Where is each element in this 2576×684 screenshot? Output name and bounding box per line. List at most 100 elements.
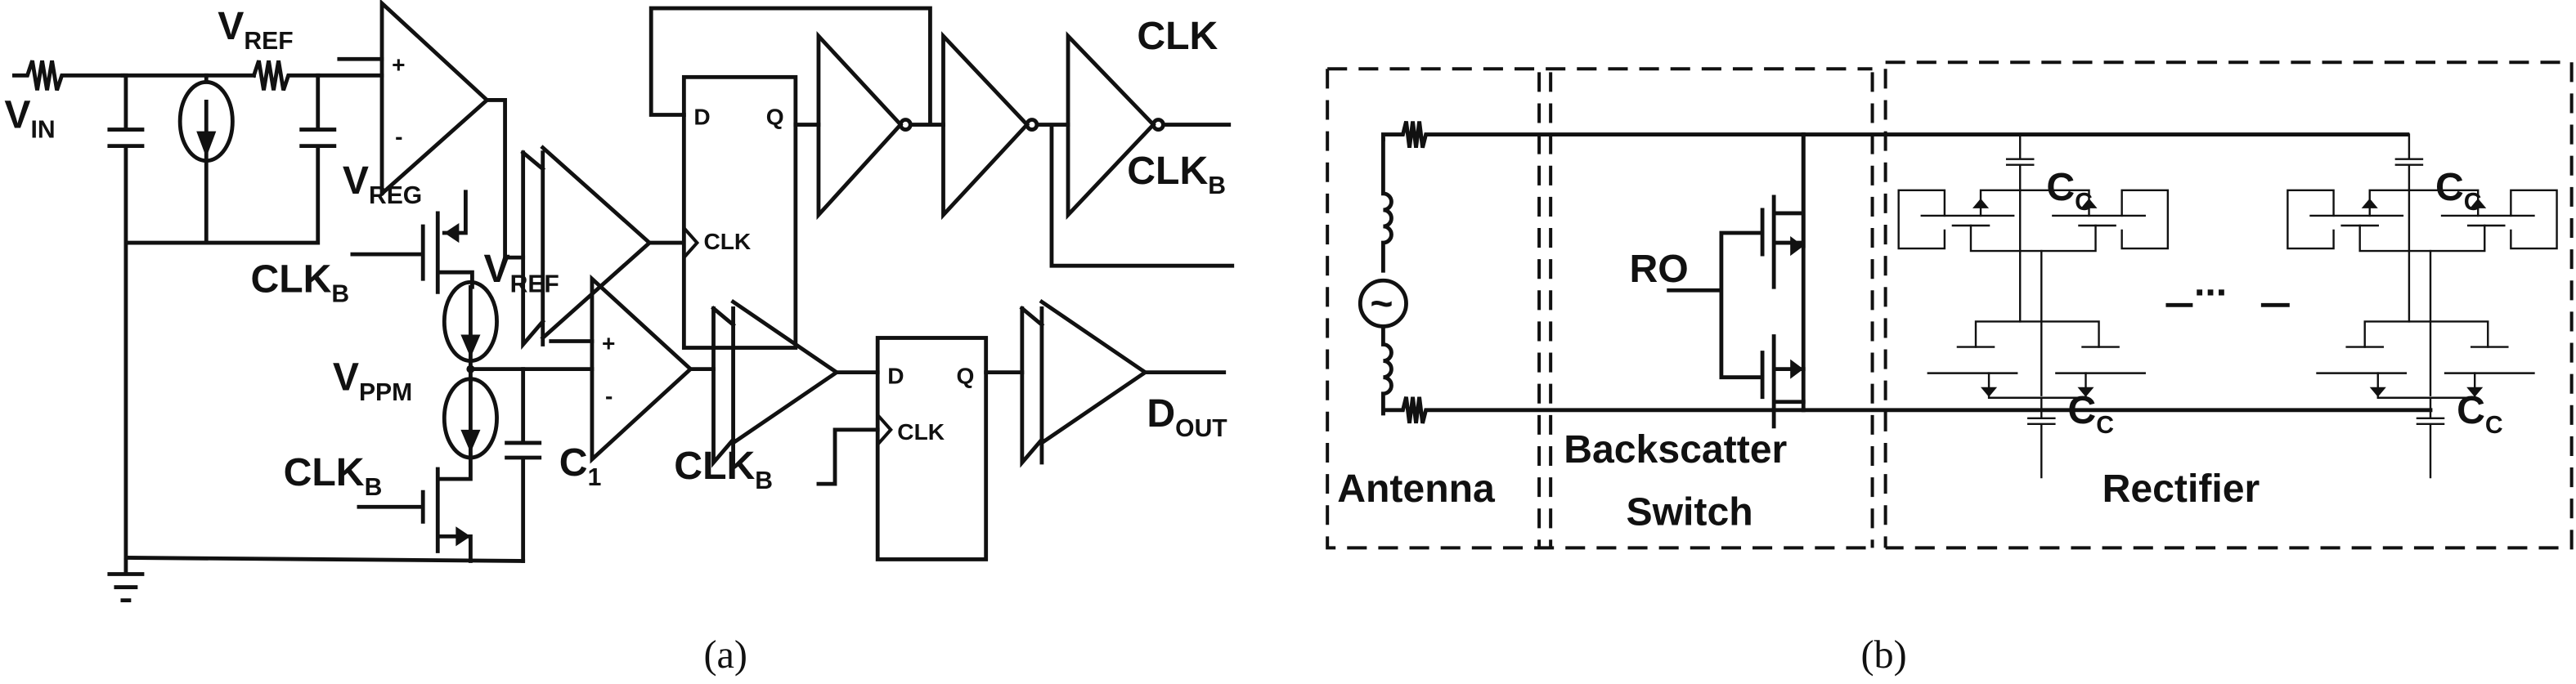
buffer-1 xyxy=(520,145,653,351)
inverter-2 xyxy=(941,31,1030,221)
comparator-1 xyxy=(379,0,491,199)
filter-resistor xyxy=(251,60,384,92)
section-label-antenna: Antenna xyxy=(1337,467,1496,511)
arrow-icon xyxy=(196,131,217,158)
clkb-output-label: CLKB xyxy=(1127,149,1226,199)
vppm-wire xyxy=(469,359,595,383)
rectifier-cell-2: CC CC xyxy=(2287,135,2556,478)
plus-sign: + xyxy=(602,331,615,356)
pmos-switch xyxy=(350,211,474,294)
buffer-2 xyxy=(711,298,841,468)
mos-arrow-icon xyxy=(2466,387,2484,397)
mos-arrow-icon xyxy=(1981,387,1998,397)
c1-label: C1 xyxy=(559,440,602,491)
inductor-top xyxy=(1381,137,1393,273)
clk-output-label: CLK xyxy=(1137,14,1218,58)
ground-rail xyxy=(123,556,526,563)
switch-transistor-top xyxy=(1760,132,1806,289)
clock-edge-icon xyxy=(682,226,700,259)
vreg-label: VREG xyxy=(343,159,422,209)
mos-arrow-icon xyxy=(1972,198,1990,208)
cc-label: CC xyxy=(2067,388,2114,439)
rectifier-wire xyxy=(2417,398,2444,477)
rectifier-wire xyxy=(2409,190,2430,396)
switch-transistor-bottom xyxy=(1760,334,1806,429)
cap-c1 xyxy=(505,367,542,563)
arrow-icon xyxy=(460,334,481,358)
dff2-clk: CLK xyxy=(897,419,945,445)
rectifier-wire xyxy=(1899,190,1945,248)
pmos-arrow-icon xyxy=(444,222,460,244)
section-label-backscatter: Backscatter xyxy=(1564,427,1787,472)
caption-a: (a) xyxy=(703,633,747,677)
vin-label: VIN xyxy=(4,93,55,144)
dff-1 xyxy=(681,74,798,350)
rectifier-cell-1: CC CC xyxy=(1899,135,2168,478)
cc-label: CC xyxy=(2435,165,2482,216)
switch-arrow-icon xyxy=(1790,236,1804,257)
section-label-switch: Switch xyxy=(1626,490,1752,534)
dff1-q: Q xyxy=(766,105,784,130)
mos-arrow-icon xyxy=(2077,387,2094,397)
panel-a: VIN VREF + - D Q CLK xyxy=(4,0,1235,677)
buffer-3 xyxy=(1019,298,1149,468)
rectifier-wire xyxy=(1989,373,2085,398)
clkb-label-2: CLKB xyxy=(284,450,383,501)
rectifier-wire xyxy=(2365,321,2488,346)
nmos-switch xyxy=(357,454,473,563)
ground-icon xyxy=(107,556,145,603)
vref-label-mid: VREF xyxy=(483,247,559,297)
inverter-1 xyxy=(816,31,904,221)
cc-label: CC xyxy=(2046,165,2093,216)
section-divider-1 xyxy=(1537,72,1553,548)
ro-gate-wire xyxy=(1667,230,1765,380)
dff1-d: D xyxy=(693,105,710,130)
clkb-label-1: CLKB xyxy=(250,257,349,307)
mos-arrow-icon xyxy=(2080,198,2098,208)
mos-arrow-icon xyxy=(2361,198,2378,208)
mos-arrow-icon xyxy=(2470,198,2487,208)
cap-2 xyxy=(123,73,337,245)
rectifier-box xyxy=(1885,60,2574,550)
antenna-resistor-bottom xyxy=(1381,396,2433,424)
rectifier-wire xyxy=(2511,190,2556,248)
rectifier-wire xyxy=(2287,190,2333,248)
rectifier-wire xyxy=(2122,190,2168,248)
rectifier-wire xyxy=(2396,135,2422,190)
dout-label: DOUT xyxy=(1147,391,1227,442)
inductor-bottom xyxy=(1381,324,1393,416)
rectifier-wire xyxy=(2360,226,2485,251)
switch-arrow-icon xyxy=(1790,359,1804,379)
cap-1 xyxy=(107,73,145,560)
mos-arrow-icon xyxy=(2369,387,2386,397)
input-resistor xyxy=(12,60,125,92)
vref-label-top: VREF xyxy=(218,4,293,55)
clkb-input-wire xyxy=(816,427,880,486)
ac-source-icon: ~ xyxy=(1370,281,1393,325)
clkb-label-3: CLKB xyxy=(674,444,773,494)
clock-edge-icon xyxy=(876,414,893,446)
dff2-q: Q xyxy=(957,364,975,389)
ro-label: RO xyxy=(1629,247,1688,291)
cc-label: CC xyxy=(2457,388,2503,439)
plus-sign: + xyxy=(392,51,405,77)
rectifier-wire xyxy=(1976,321,2099,346)
rectifier-wire xyxy=(1971,226,2096,251)
rectifier-wire xyxy=(2028,398,2054,477)
minus-sign: - xyxy=(605,383,613,409)
nmos-arrow-icon xyxy=(456,526,471,547)
vppm-label: VPPM xyxy=(333,355,412,406)
section-label-rectifier: Rectifier xyxy=(2103,467,2260,511)
inverter-3 xyxy=(1066,31,1156,220)
minus-sign: - xyxy=(395,124,402,150)
rectifier-wire xyxy=(2020,190,2041,396)
dff1-clk: CLK xyxy=(703,229,751,254)
clkb-output-wire xyxy=(1034,123,1235,268)
antenna-switch-box xyxy=(1326,67,1873,550)
antenna-resistor-top xyxy=(1381,120,2410,149)
dff2-d: D xyxy=(887,364,904,389)
rectifier-wire xyxy=(2007,135,2033,190)
section-divider-2 xyxy=(1870,69,1887,548)
